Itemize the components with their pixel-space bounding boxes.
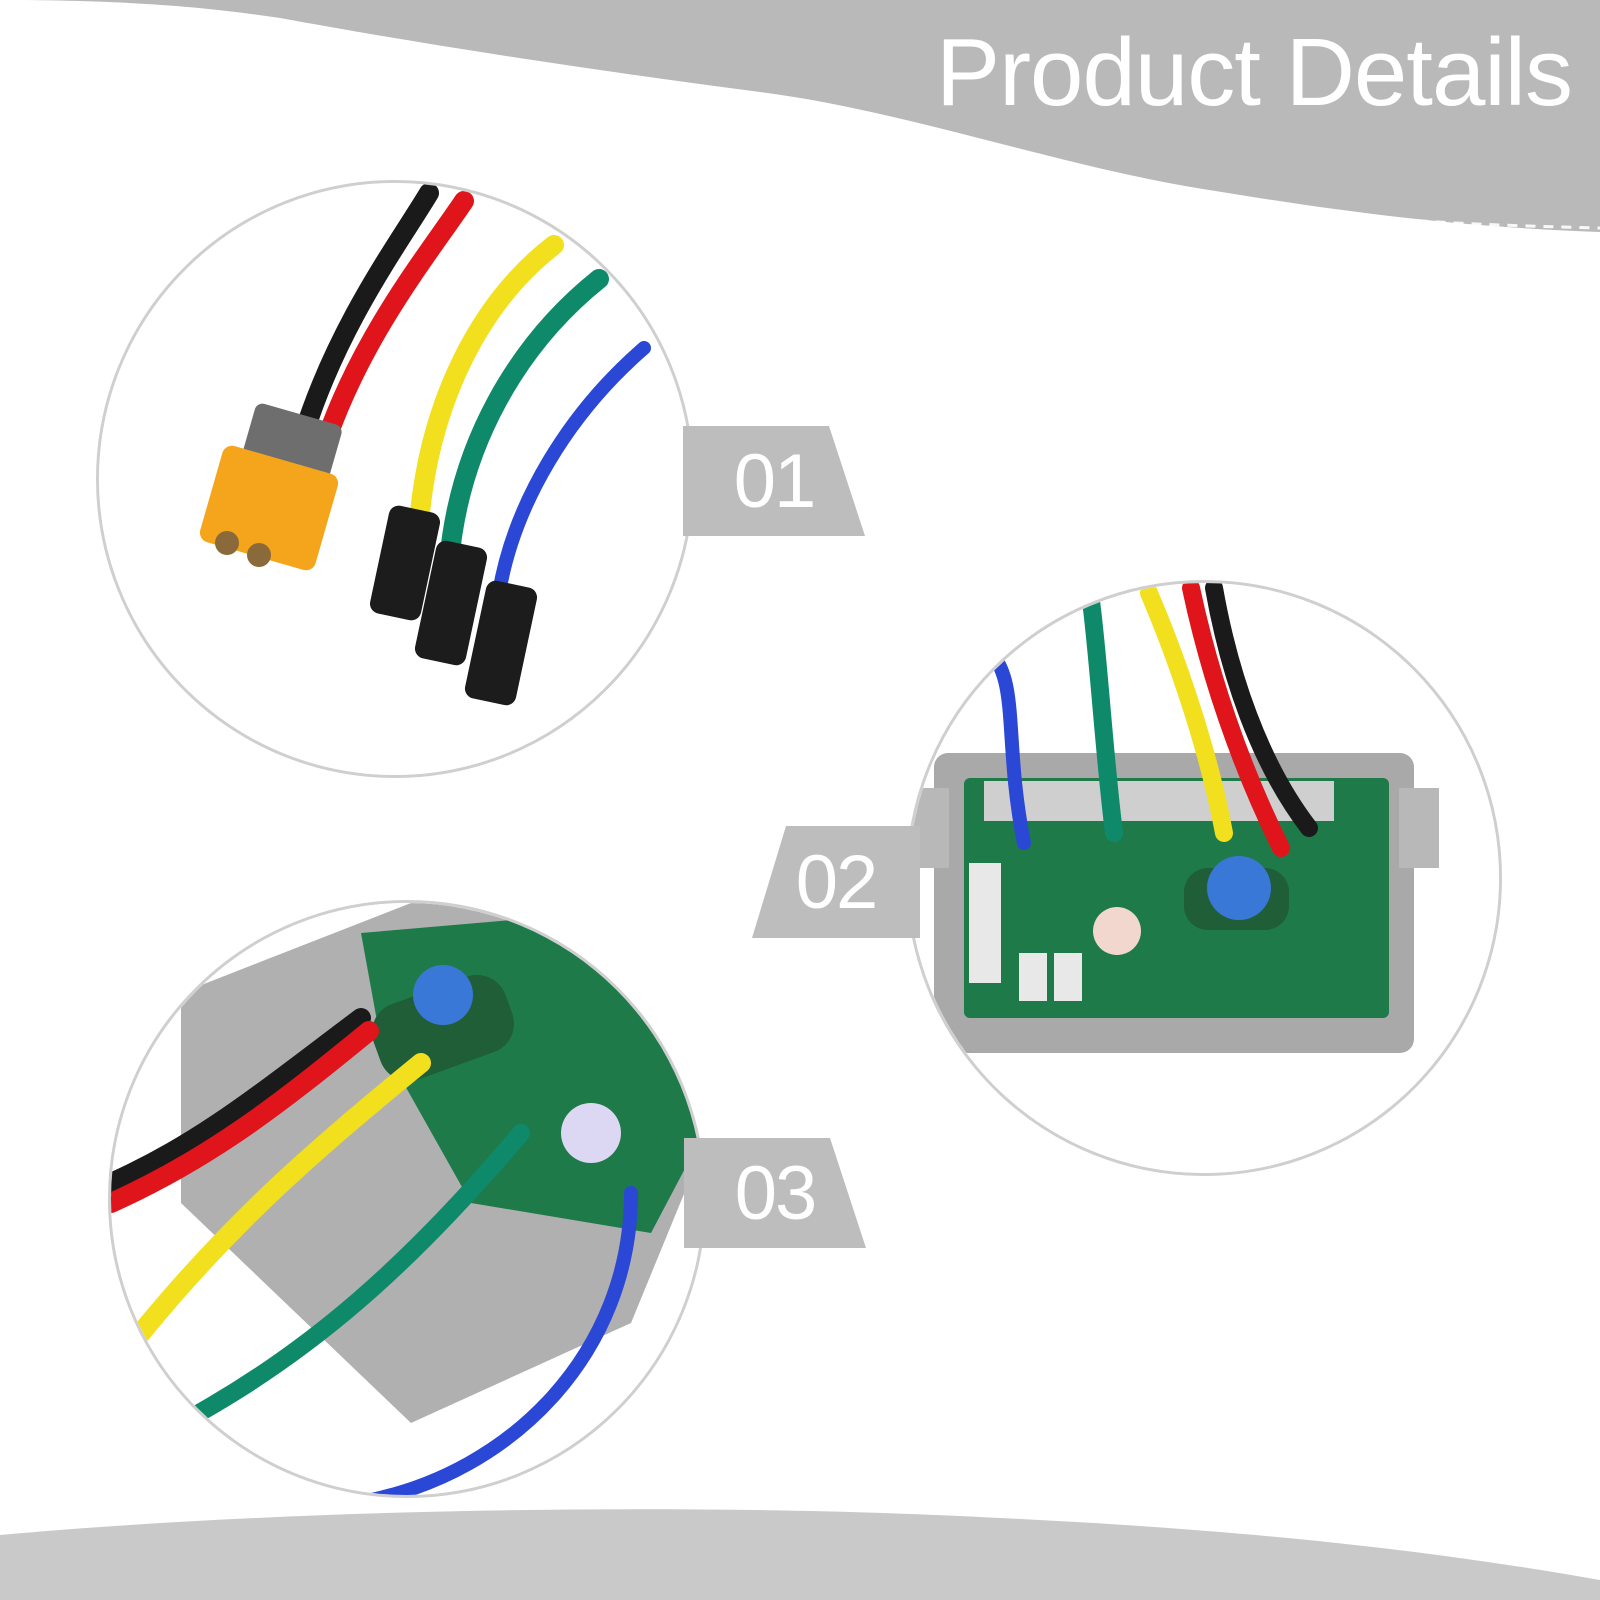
yellow-wire bbox=[1140, 584, 1233, 842]
housing-flange-right bbox=[1399, 788, 1439, 868]
qc-pass-sticker bbox=[1093, 907, 1141, 955]
blue-wire bbox=[984, 646, 1031, 850]
connector-block-left bbox=[969, 863, 1001, 983]
number-tag-01: 01 bbox=[683, 426, 865, 536]
number-tag-03: 03 bbox=[684, 1138, 866, 1248]
connector-pin-a bbox=[215, 531, 239, 555]
connector-wires-photo bbox=[99, 183, 691, 775]
number-tag-label: 01 bbox=[733, 438, 817, 524]
capacitor-label bbox=[413, 965, 473, 1025]
controller-side-photo bbox=[111, 903, 703, 1495]
top-banner-wave bbox=[0, 0, 1600, 232]
connector-block-mid-1 bbox=[1019, 953, 1047, 1001]
black-wire bbox=[111, 1008, 371, 1193]
green-wire bbox=[439, 269, 609, 573]
red-wire bbox=[317, 191, 474, 448]
capacitor-label bbox=[1207, 856, 1271, 920]
bullet-connector-2 bbox=[414, 540, 488, 666]
bullet-connector-1 bbox=[369, 505, 441, 621]
red-wire bbox=[111, 1021, 379, 1213]
black-wire bbox=[294, 183, 439, 443]
yellow-wire bbox=[131, 1053, 431, 1343]
yellow-wire bbox=[409, 235, 564, 533]
red-wire bbox=[1182, 583, 1290, 857]
capacitor bbox=[371, 974, 515, 1082]
number-tag-02: 02 bbox=[752, 826, 920, 938]
banner-dashed-line bbox=[284, 20, 1600, 230]
connector-pin-b bbox=[247, 543, 271, 567]
page-title: Product Details bbox=[936, 19, 1573, 126]
controller-board-photo bbox=[909, 583, 1499, 1173]
connector-block-mid-2 bbox=[1054, 953, 1082, 1001]
qc-pass-sticker bbox=[561, 1103, 621, 1163]
black-wire bbox=[1205, 583, 1318, 837]
green-wire bbox=[172, 1124, 530, 1432]
blue-wire bbox=[492, 341, 651, 600]
bottom-wave bbox=[0, 1509, 1600, 1600]
detail-circle-03 bbox=[108, 900, 706, 1498]
green-wire bbox=[1082, 592, 1123, 842]
detail-circle-02 bbox=[906, 580, 1502, 1176]
number-tag-label: 03 bbox=[734, 1150, 818, 1236]
number-tag-label: 02 bbox=[795, 839, 879, 925]
bullet-connector-3 bbox=[464, 580, 538, 706]
blue-wire bbox=[362, 1186, 638, 1495]
detail-circle-01 bbox=[96, 180, 694, 778]
